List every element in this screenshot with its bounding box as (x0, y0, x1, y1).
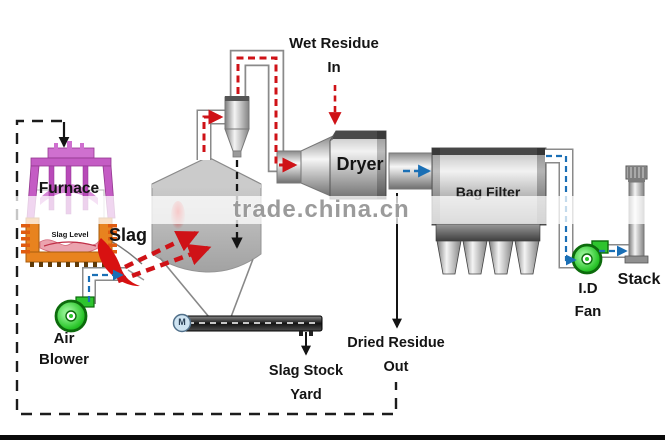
watermark-band (0, 196, 665, 224)
dried-residue-label-line2: Out (383, 359, 409, 375)
conveyor (159, 257, 323, 356)
stack-label: Stack (617, 271, 661, 288)
hopper-cone (514, 240, 540, 275)
id-fan-label-line2: Fan (574, 303, 602, 320)
hopper-cone (462, 240, 488, 275)
bag-filter-label: Bag Filter (455, 184, 521, 200)
conveyor-motor-icon (172, 313, 192, 333)
dried-residue-label-line1: Dried Residue (347, 335, 445, 351)
induction-coil-left (21, 224, 30, 254)
wet-residue-label-line1: Wet Residue (289, 35, 379, 52)
conveyor-motor-label: M (178, 316, 186, 327)
furnace-label: Furnace (38, 180, 100, 197)
hopper-cone (488, 240, 514, 275)
recycle-loop-dashed-line (15, 119, 398, 416)
slag-stock-yard-label-line1: Slag Stock (268, 363, 344, 379)
flue-gas-to-cyclone-arrow (202, 109, 224, 152)
air-blower-label-line2: Blower (38, 351, 89, 368)
hopper-cone (436, 240, 462, 275)
wet-residue-label-line2: In (327, 59, 341, 76)
hot-gas-to-dryer-arrow (236, 56, 298, 173)
slag-stock-yard-label-line2: Yard (290, 387, 322, 403)
air-blower-label-line1: Air (53, 330, 75, 347)
cyclone-separator (224, 96, 250, 158)
slag-level-label: Slag Level (51, 230, 89, 239)
air-blower-icon (54, 296, 95, 333)
slag-to-tank-arrow (117, 243, 212, 284)
dryer-label: Dryer (336, 154, 384, 174)
image-bottom-border (0, 435, 665, 440)
watermark-text: trade.china.cn (233, 196, 410, 223)
slag-stream (97, 238, 140, 287)
id-fan-label-line1: I.D (578, 280, 598, 297)
slag-to-tank-arrow (124, 230, 200, 270)
slag-label: Slag (108, 225, 147, 245)
furnace-base-teeth (30, 262, 106, 267)
